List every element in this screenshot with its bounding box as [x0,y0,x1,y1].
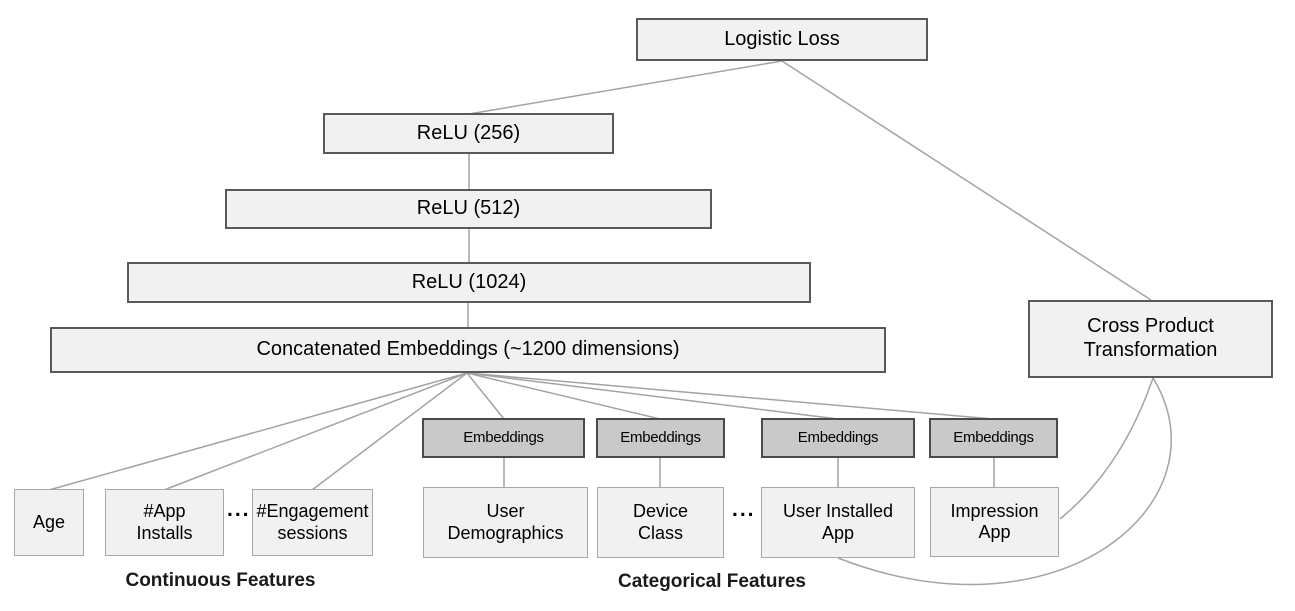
node-embeddings-2: Embeddings [596,418,725,458]
edge-loss-relu256 [468,60,783,115]
node-relu-1024: ReLU (1024) [127,262,811,303]
node-user-installed-app: User Installed App [761,487,915,558]
node-user-demographics: User Demographics [423,487,588,558]
categorical-features-label: Categorical Features [618,571,806,592]
node-concatenated-embeddings: Concatenated Embeddings (~1200 dimension… [50,327,886,373]
edge-concat-embed4 [466,372,994,420]
node-app-installs: #App Installs [105,489,224,556]
node-engagement-sessions: #Engagement sessions [252,489,373,556]
edge-loss-crossproduct [781,60,1152,301]
node-relu-256: ReLU (256) [323,113,614,154]
node-relu-512: ReLU (512) [225,189,712,229]
node-embeddings-3: Embeddings [761,418,915,458]
edge-concat-embed2 [466,372,661,420]
node-embeddings-4: Embeddings [929,418,1058,458]
node-cross-product-transformation: Cross Product Transformation [1028,300,1273,378]
node-age: Age [14,489,84,556]
node-embeddings-1: Embeddings [422,418,585,458]
edge-concat-embed3 [466,372,839,420]
node-impression-app: Impression App [930,487,1059,557]
categorical-ellipsis: ... [732,498,756,521]
edge-concat-age [48,372,468,491]
continuous-features-label: Continuous Features [125,570,316,591]
edge-crossproduct-userinstalled-curve [837,377,1172,586]
edge-crossproduct-impression-curve [1059,377,1154,520]
edge-concat-embed1 [466,372,505,420]
edge-concat-app-installs [163,372,468,491]
continuous-ellipsis: ... [227,498,251,521]
node-logistic-loss: Logistic Loss [636,18,928,61]
edge-concat-engagement [311,372,468,491]
node-device-class: Device Class [597,487,724,558]
